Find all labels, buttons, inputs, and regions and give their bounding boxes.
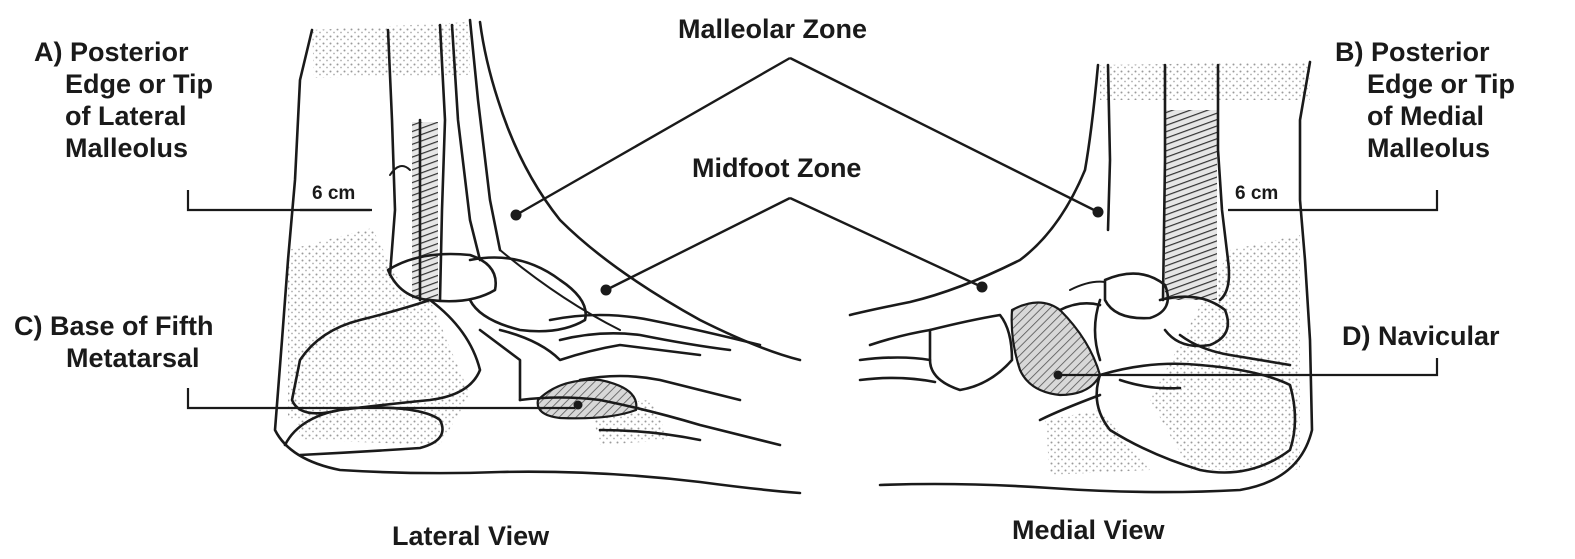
malleolar-zone-label: Malleolar Zone [678,13,867,45]
fifth-metatarsal-dot [574,401,583,410]
label-d: D) Navicular [1342,320,1500,352]
label-b: B) Posterior Edge or Tip of Medial Malle… [1335,36,1515,164]
label-a-line1: A) Posterior [34,36,213,68]
label-a-line2: Edge or Tip [34,68,213,100]
midfoot-zone-pointers [606,198,982,290]
medial-foot-drawing [850,62,1312,492]
label-c: C) Base of Fifth Metatarsal [14,310,214,374]
lateral-foot-drawing [275,20,800,493]
label-b-line2: Edge or Tip [1335,68,1515,100]
medial-malleolar-dot [1093,207,1104,218]
medial-view-caption: Medial View [1012,514,1165,546]
lateral-6cm-label: 6 cm [312,183,355,205]
label-c-line2: Metatarsal [14,342,214,374]
label-c-line1: C) Base of Fifth [14,310,214,342]
label-a-line3: of Lateral [34,100,213,132]
navicular-hatch [1012,303,1100,396]
label-b-line4: Malleolus [1335,132,1515,164]
medial-leg-top-stipple [1100,62,1310,100]
lateral-malleolus-hatch [412,122,438,300]
label-b-line3: of Medial [1335,100,1515,132]
navicular-dot [1054,371,1063,380]
label-b-line1: B) Posterior [1335,36,1515,68]
midfoot-zone-label: Midfoot Zone [692,152,861,184]
medial-midfoot-dot [977,282,988,293]
malleolar-zone-pointers [516,58,1098,215]
lateral-malleolar-dot [511,210,522,221]
lateral-view-caption: Lateral View [392,520,549,552]
medial-malleolus-hatch [1165,110,1217,300]
label-a-line4: Malleolus [34,132,213,164]
label-a: A) Posterior Edge or Tip of Lateral Mall… [34,36,213,164]
lateral-midfoot-dot [601,285,612,296]
medial-6cm-label: 6 cm [1235,183,1278,205]
